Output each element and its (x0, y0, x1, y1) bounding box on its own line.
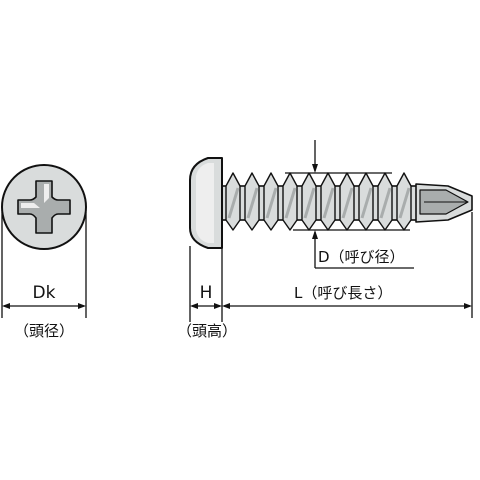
d-dimension: D（呼び径） (285, 140, 414, 269)
l-label: L（呼び長さ） (294, 284, 392, 302)
phillips-recess-icon (17, 180, 71, 234)
screw-head-top-view (1, 164, 87, 250)
l-dimension: L（呼び長さ） (222, 212, 473, 318)
thread-shade (303, 187, 316, 219)
thread-shade (322, 187, 335, 219)
thread-shade (265, 187, 278, 219)
thread-shade (360, 187, 373, 219)
dk-label: Dk (33, 283, 56, 303)
dk-note: （頭径） (14, 322, 74, 340)
dk-dimension: Dk （頭径） (1, 212, 87, 340)
recess-shade (21, 184, 49, 208)
thread-shade (341, 187, 354, 219)
pan-head-shade (196, 163, 214, 243)
h-label: H (200, 283, 213, 303)
thread-shade (246, 187, 259, 219)
h-note: （頭高） (177, 322, 237, 340)
screw-side-view (189, 157, 473, 249)
h-dimension: H （頭高） (177, 246, 237, 340)
thread-shade (284, 187, 297, 219)
thread-shade (379, 187, 392, 219)
thread-shade (227, 187, 240, 219)
thread-shade (398, 187, 411, 219)
d-label: D（呼び径） (318, 248, 405, 266)
